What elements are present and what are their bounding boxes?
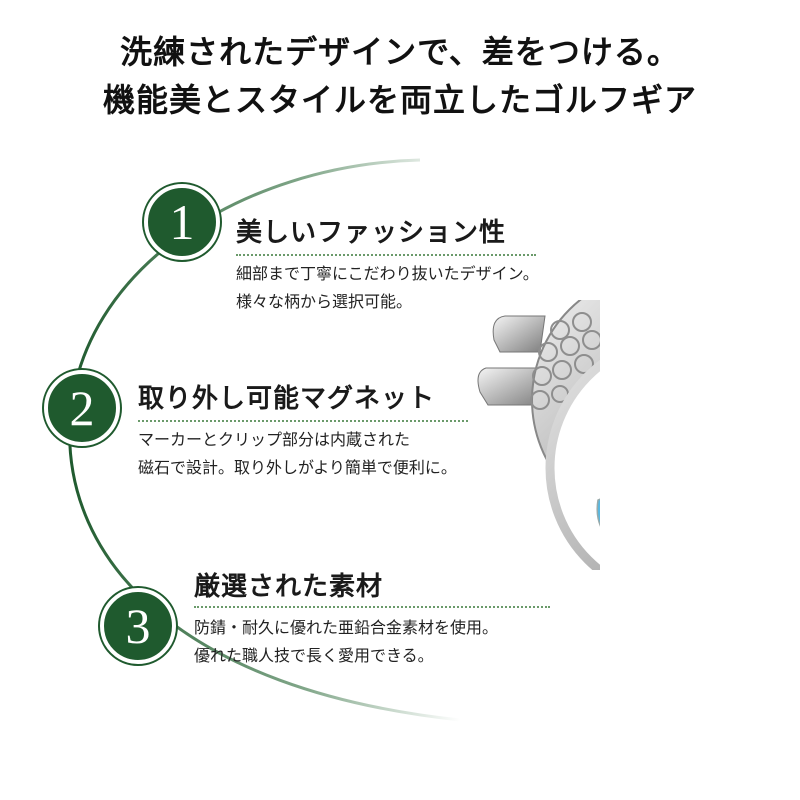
feature-1-divider [236,254,536,256]
feature-2-divider [138,420,468,422]
feature-2-number-badge: 2 [44,370,120,446]
feature-3-title: 厳選された素材 [194,572,384,602]
headline-line-2: 機能美とスタイルを両立したゴルフギア [102,81,697,119]
feature-3-desc-line-2: 優れた職人技で長く愛用できる。 [194,646,434,665]
feature-2-desc-line-1: マーカーとクリップ部分は内蔵された [138,430,411,449]
feature-2-description: マーカーとクリップ部分は内蔵された 磁石で設計。取り外しがより簡単で便利に。 [138,426,457,482]
feature-3-desc-line-1: 防錆・耐久に優れた亜鉛合金素材を使用。 [194,618,499,637]
feature-3-divider [194,606,550,608]
feature-3-description: 防錆・耐久に優れた亜鉛合金素材を使用。 優れた職人技で長く愛用できる。 [194,614,498,670]
feature-1-description: 細部まで丁寧にこだわり抜いたデザイン。 様々な柄から選択可能。 [236,260,539,316]
headline-line-1: 洗練されたデザインで、差をつける。 [120,33,680,71]
feature-3-number-badge: 3 [100,588,176,664]
golf-ball-marker-hat-clip-flamingo-icon [477,300,600,570]
headline: 洗練されたデザインで、差をつける。 機能美とスタイルを両立したゴルフギア [0,28,800,124]
feature-1-number-badge: 1 [144,184,220,260]
feature-2-desc-line-2: 磁石で設計。取り外しがより簡単で便利に。 [138,458,457,477]
feature-1-desc-line-1: 細部まで丁寧にこだわり抜いたデザイン。 [236,264,539,283]
feature-1-desc-line-2: 様々な柄から選択可能。 [236,292,413,311]
feature-1-title: 美しいファッション性 [236,218,507,248]
feature-2-title: 取り外し可能マグネット [138,384,436,414]
